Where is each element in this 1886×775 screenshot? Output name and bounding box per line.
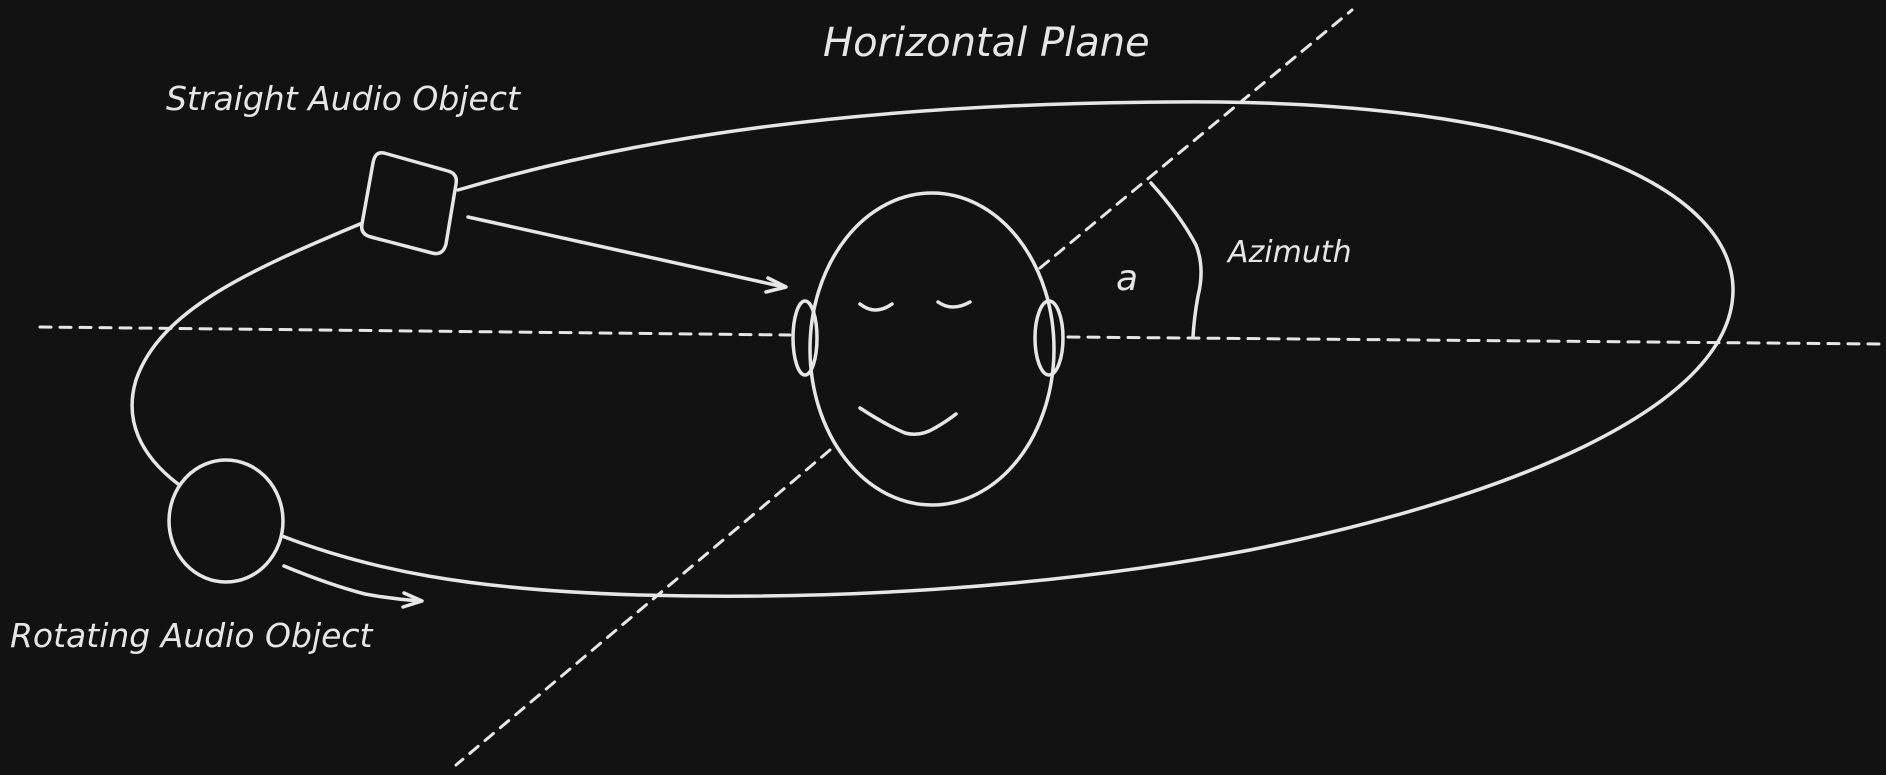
right-eye xyxy=(936,300,972,309)
straight-arrow-line xyxy=(466,215,786,289)
diagonal-axis-upper xyxy=(1038,8,1354,270)
angle-symbol: a xyxy=(1116,258,1138,299)
left-eye xyxy=(858,302,894,312)
horizontal-plane-ellipse xyxy=(280,100,1735,598)
straight-audio-object xyxy=(359,150,459,256)
mouth xyxy=(858,406,958,436)
horizontal-plane-ellipse-left xyxy=(130,222,362,486)
azimuth-label: Azimuth xyxy=(1226,235,1352,270)
diagonal-axis-lower xyxy=(454,448,832,767)
diagram-title: Horizontal Plane xyxy=(823,20,1150,66)
rotation-arrow-line xyxy=(282,564,422,603)
rotating-audio-object-label: Rotating Audio Object xyxy=(10,616,374,655)
head-outline xyxy=(808,191,1056,507)
horizontal-axis-right xyxy=(1066,335,1882,346)
rotation-arrow-head xyxy=(401,591,424,609)
rotating-audio-object xyxy=(167,458,285,584)
straight-audio-object-label: Straight Audio Object xyxy=(166,79,521,118)
right-ear xyxy=(1033,299,1065,377)
horizontal-axis-left xyxy=(38,325,792,337)
left-ear xyxy=(791,299,819,377)
listener-head xyxy=(791,191,1065,507)
azimuth-arc xyxy=(1149,181,1203,339)
straight-arrow-head xyxy=(764,276,788,294)
